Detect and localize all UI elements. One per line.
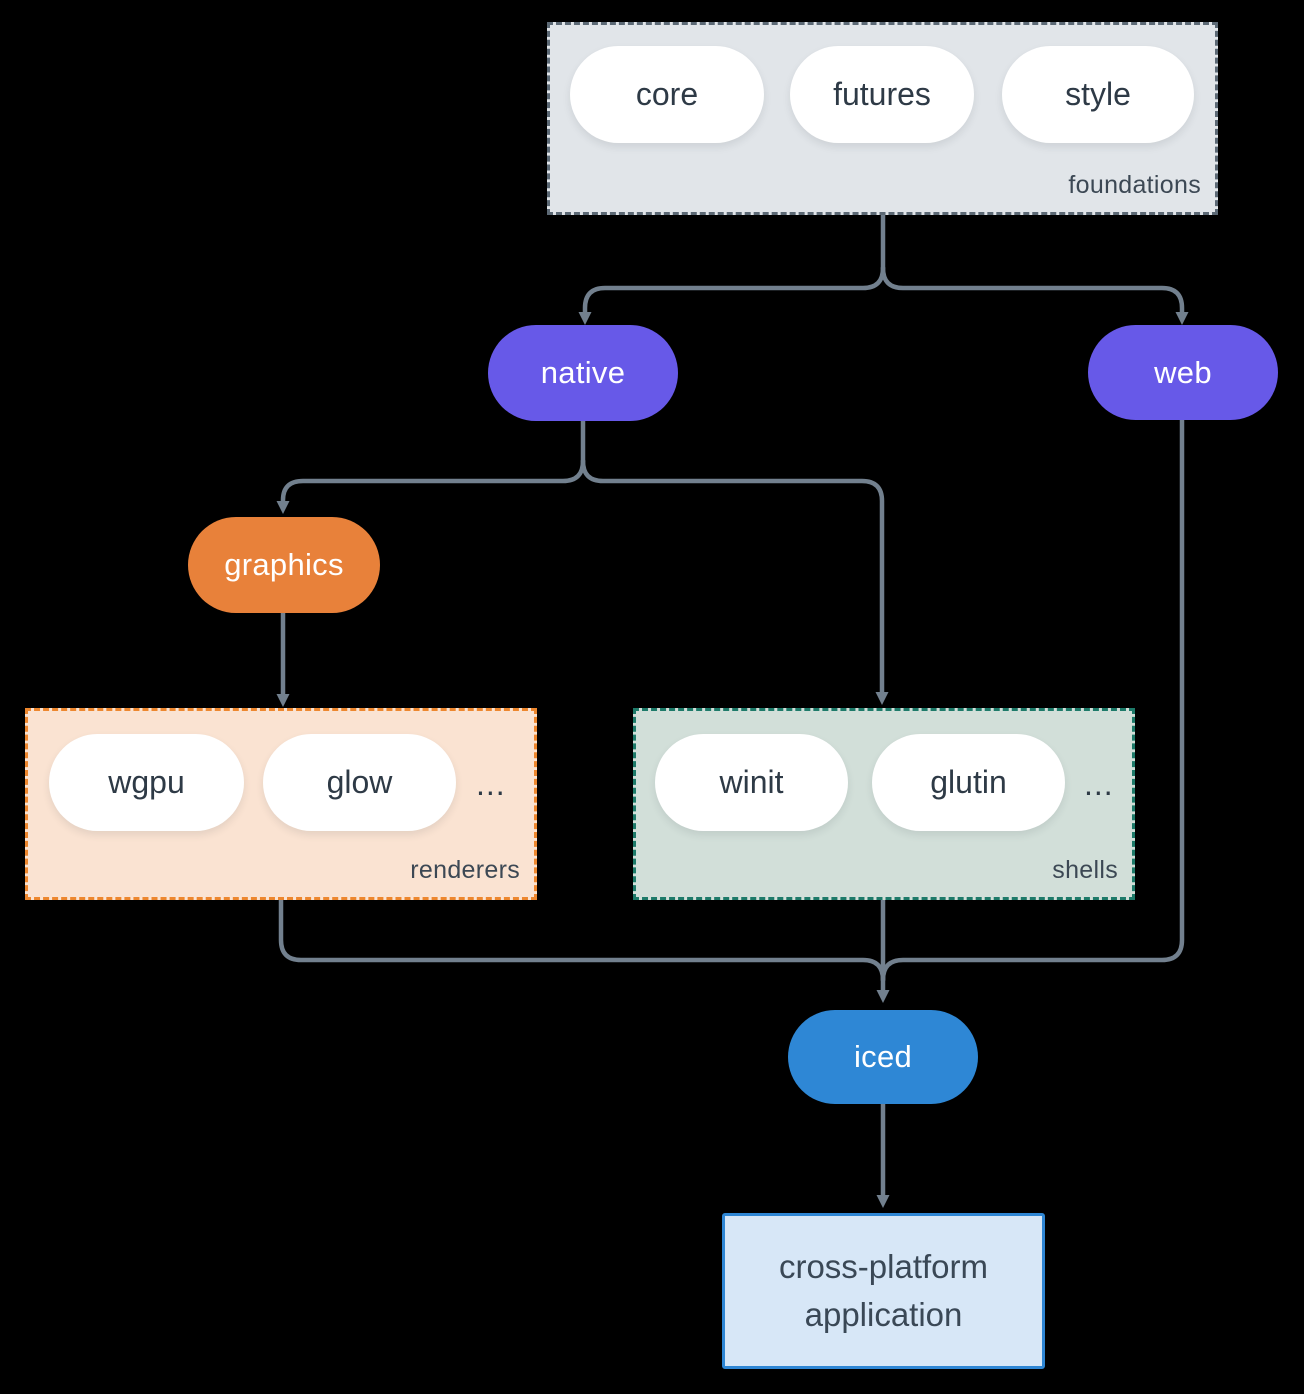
edge-native-shells bbox=[580, 458, 889, 705]
renderers-label: renderers bbox=[410, 856, 520, 884]
renderers-ellipsis: ... bbox=[476, 766, 506, 802]
node-winit: winit bbox=[655, 734, 848, 831]
node-iced: iced bbox=[788, 1010, 978, 1104]
app-label-line2: application bbox=[804, 1296, 963, 1333]
foundations-label: foundations bbox=[1068, 171, 1201, 199]
node-graphics: graphics bbox=[188, 517, 380, 613]
cross-platform-application-box: cross-platform application bbox=[722, 1213, 1045, 1369]
node-glow: glow bbox=[263, 734, 456, 831]
edge-native-graphics bbox=[276, 458, 586, 514]
node-futures: futures bbox=[790, 46, 974, 143]
node-wgpu: wgpu bbox=[49, 734, 244, 831]
renderers-group: wgpu glow ... renderers bbox=[25, 708, 537, 900]
app-label-line1: cross-platform bbox=[778, 1248, 989, 1286]
node-web: web bbox=[1088, 325, 1278, 420]
foundations-group: core futures style foundations bbox=[547, 22, 1218, 215]
shells-label: shells bbox=[1052, 856, 1118, 884]
node-core: core bbox=[570, 46, 764, 143]
edge-foundations-web bbox=[880, 265, 1189, 325]
edge-foundations-native bbox=[578, 265, 886, 325]
edge-renderers-merge bbox=[278, 895, 886, 983]
node-glutin: glutin bbox=[872, 734, 1065, 831]
node-native: native bbox=[488, 325, 678, 421]
edge-web-merge bbox=[880, 415, 1185, 983]
shells-ellipsis: ... bbox=[1084, 766, 1114, 802]
node-style: style bbox=[1002, 46, 1194, 143]
shells-group: winit glutin ... shells bbox=[633, 708, 1135, 900]
